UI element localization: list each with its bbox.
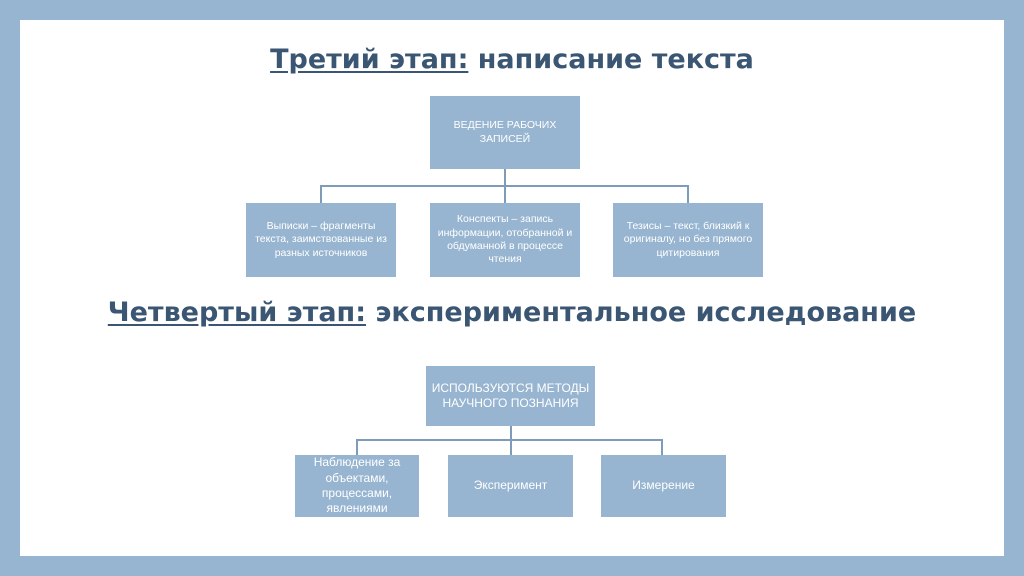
section2-heading-rest: экспериментальное исследование [366, 297, 917, 328]
tree2-child-box-2: Эксперимент [448, 455, 573, 517]
section2-heading-underlined: Четвертый этап: [107, 297, 367, 328]
tree2-child-box-3: Измерение [601, 455, 726, 517]
tree1-child-label-3: Тезисы – текст, близкий к оригиналу, но … [623, 219, 753, 259]
tree2-child-box-1: Наблюдение за объектами, процессами, явл… [295, 455, 419, 517]
tree1-child-box-2: Конспекты – запись информации, отобранно… [430, 203, 580, 277]
slide: Третий этап: написание текста ВЕДЕНИЕ РА… [20, 20, 1004, 556]
tree1-child-box-1: Выписки – фрагменты текста, заимствованн… [246, 203, 396, 277]
section1-heading-underlined: Третий этап: [270, 44, 469, 75]
tree1-child-label-2: Конспекты – запись информации, отобранно… [437, 213, 573, 266]
section1-heading: Третий этап: написание текста [20, 44, 1004, 75]
tree2-root-box: ИСПОЛЬЗУЮТСЯ МЕТОДЫ НАУЧНОГО ПОЗНАНИЯ [426, 366, 595, 426]
section1-heading-rest: написание текста [468, 44, 754, 75]
tree1-child-label-1: Выписки – фрагменты текста, заимствованн… [255, 219, 387, 259]
tree1-root-label: ВЕДЕНИЕ РАБОЧИХ ЗАПИСЕЙ [453, 119, 557, 145]
section2-heading: Четвертый этап: экспериментальное исслед… [20, 297, 1004, 328]
tree1-root-box: ВЕДЕНИЕ РАБОЧИХ ЗАПИСЕЙ [430, 96, 580, 169]
tree2-root-label: ИСПОЛЬЗУЮТСЯ МЕТОДЫ НАУЧНОГО ПОЗНАНИЯ [431, 380, 590, 410]
tree2-child-label-1: Наблюдение за объектами, процессами, явл… [313, 455, 401, 516]
tree2-child-label-3: Измерение [632, 478, 695, 493]
tree1-child-box-3: Тезисы – текст, близкий к оригиналу, но … [613, 203, 763, 277]
tree2-child-label-2: Эксперимент [473, 478, 548, 493]
